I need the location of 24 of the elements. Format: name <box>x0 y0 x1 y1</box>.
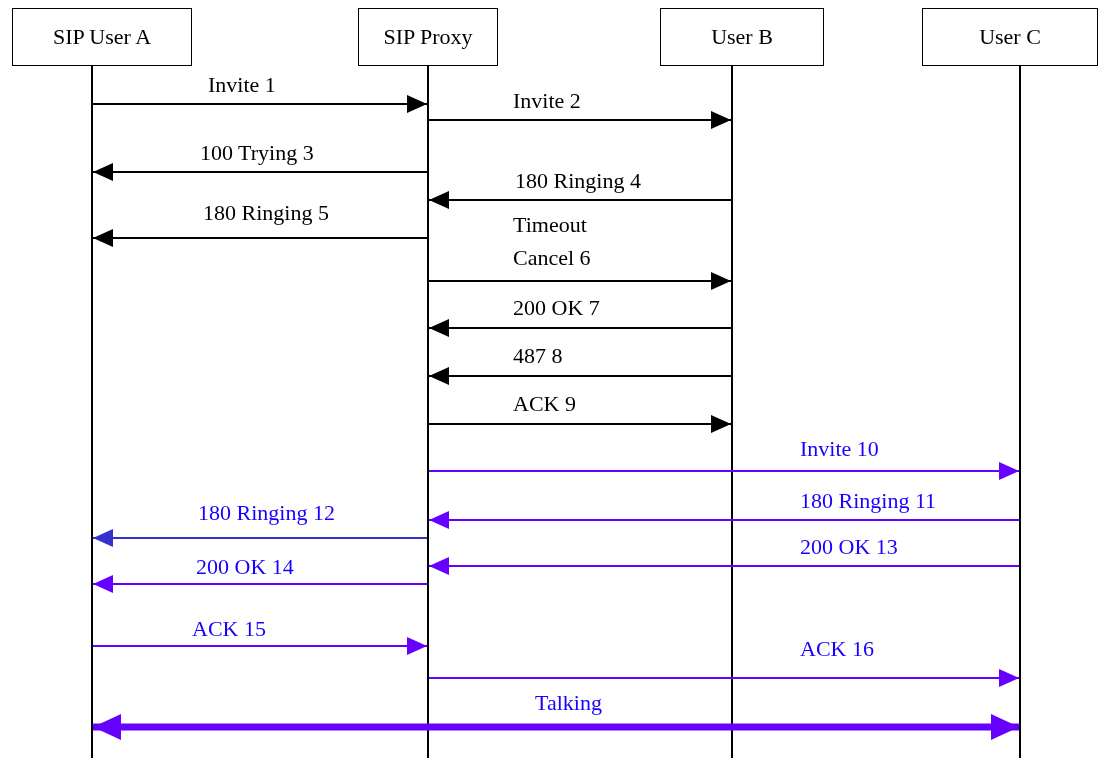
message-arrow <box>428 669 1020 687</box>
message-arrow <box>428 191 732 209</box>
message-arrow <box>92 229 428 247</box>
lifeline <box>91 66 93 758</box>
message-arrow <box>428 367 732 385</box>
lifeline <box>427 66 429 758</box>
message-arrow <box>428 415 732 433</box>
participant-box: SIP User A <box>12 8 192 66</box>
message-arrow <box>428 111 732 129</box>
message-arrow <box>92 637 428 655</box>
message-arrow <box>92 575 428 593</box>
message-arrow <box>92 163 428 181</box>
message-arrow <box>428 557 1020 575</box>
message-arrow <box>428 462 1020 480</box>
participant-box: User B <box>660 8 824 66</box>
message-arrow <box>92 95 428 113</box>
message-arrow <box>428 319 732 337</box>
lifeline <box>731 66 733 758</box>
participant-box: SIP Proxy <box>358 8 498 66</box>
message-arrow <box>428 511 1020 529</box>
participant-box: User C <box>922 8 1098 66</box>
lifeline <box>1019 66 1021 758</box>
message-arrow <box>428 272 732 290</box>
message-arrow <box>92 529 428 547</box>
